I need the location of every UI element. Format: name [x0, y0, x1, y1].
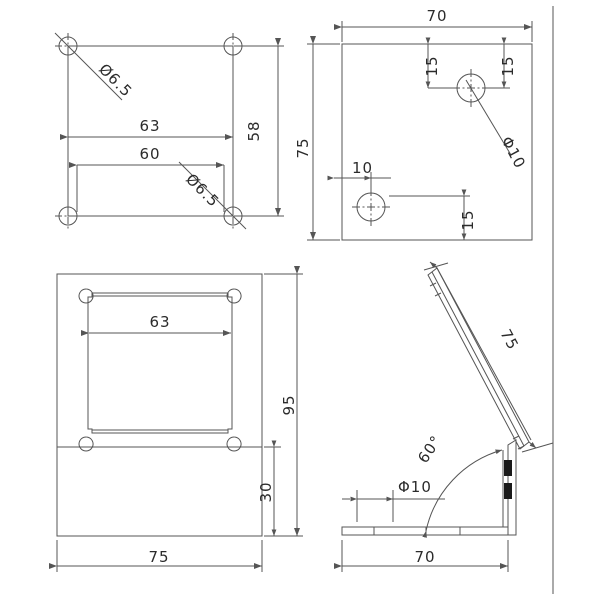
label-dim-60-top: 60	[139, 145, 160, 163]
label-hole-lower-right: Ø6.5	[182, 170, 223, 211]
view-top-right	[307, 21, 533, 241]
corner-hole-bottom-left	[55, 203, 81, 229]
upright-post-side	[507, 439, 517, 536]
tilted-arm-60deg	[427, 267, 530, 450]
label-dim-75-rear: 75	[148, 548, 169, 566]
slot-mark-upper	[504, 460, 512, 476]
leader-hole-upper-d10	[465, 79, 512, 156]
corner-relief-bottom-left	[78, 436, 94, 452]
label-dim-63-rear: 63	[149, 313, 170, 331]
label-hole-upper-left: Ø6.5	[95, 60, 136, 101]
dim-70-base-length	[334, 540, 509, 572]
base-plate-side	[341, 526, 509, 536]
angle-arc-60	[422, 449, 503, 538]
label-dim-75-front: 75	[294, 137, 312, 158]
dim-75-arm-length	[423, 261, 554, 453]
view-top-left	[54, 32, 284, 230]
dim-75-rear-width	[49, 540, 263, 572]
label-dim-10-left: 10	[352, 159, 373, 177]
bracket-outline-rear	[56, 273, 263, 537]
dim-70-front-width	[334, 21, 533, 42]
pocket-outline	[87, 292, 233, 434]
dim-75-front-height	[307, 36, 340, 241]
corner-hole-top-left	[55, 33, 81, 59]
leader-hole-lower-right	[178, 161, 247, 230]
leader-hole-upper-left	[54, 32, 123, 101]
plate-outline-top	[67, 45, 234, 217]
label-dim-63-top: 63	[139, 117, 160, 135]
plate-outline-front	[341, 43, 533, 241]
label-dim-15-top: 15	[423, 55, 441, 76]
label-dim-75-arm: 75	[497, 326, 523, 353]
dim-phi10-side	[342, 490, 445, 522]
dim-10-left-edge	[327, 172, 391, 192]
corner-relief-top-left	[78, 288, 94, 304]
dim-60-top	[69, 162, 225, 212]
label-hole-d10-front: Φ10	[497, 133, 529, 171]
dim-95-total-height	[264, 266, 303, 537]
hole-lower-d10	[352, 188, 390, 226]
dim-30-base-height	[264, 440, 281, 536]
view-bottom-left	[49, 266, 303, 572]
view-bottom-right	[334, 261, 554, 572]
label-dim-70-front: 70	[426, 7, 447, 25]
dim-15-bottom-edge	[389, 189, 470, 240]
label-dim-15-right: 15	[499, 55, 517, 76]
dimension-text-layer: 63 60 58 Ø6.5 Ø6.5 15 15 Φ10 10 15 70 75…	[95, 7, 529, 566]
label-dim-58-top: 58	[245, 120, 263, 141]
label-dim-15-bottom: 15	[459, 209, 477, 230]
dim-58-top	[237, 38, 284, 217]
slot-mark-lower	[504, 483, 512, 499]
label-dim-30: 30	[257, 481, 275, 502]
corner-relief-top-right	[226, 288, 242, 304]
label-phi10-side: Φ10	[398, 478, 432, 496]
label-dim-95: 95	[280, 394, 298, 415]
corner-relief-bottom-right	[226, 436, 242, 452]
dim-15-top-edge	[425, 37, 456, 89]
dim-15-right-edge	[487, 37, 510, 89]
label-angle-60: 60°	[414, 432, 445, 467]
label-dim-70-base: 70	[414, 548, 435, 566]
